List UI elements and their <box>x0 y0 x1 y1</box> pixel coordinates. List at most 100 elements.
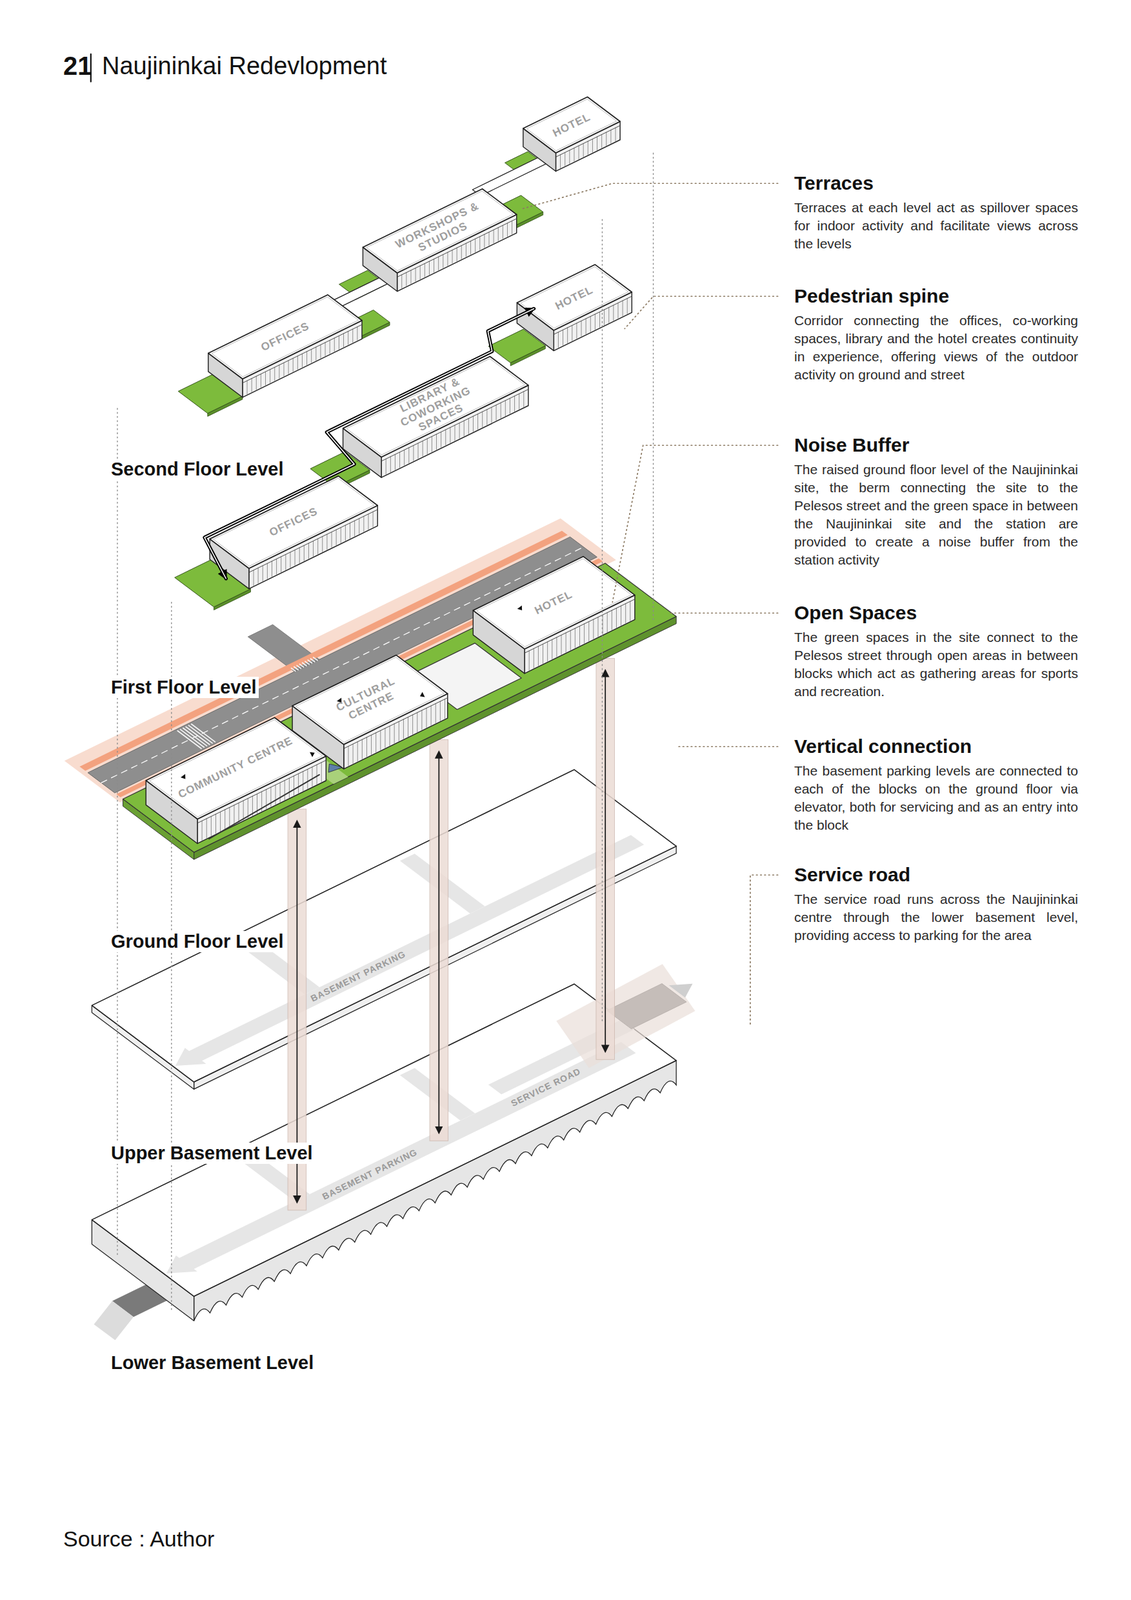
window-mullion <box>302 771 304 791</box>
window-mullion <box>356 327 358 341</box>
building-name: WORKSHOPS & STUDIOS <box>390 198 490 264</box>
window-mullion <box>565 632 567 653</box>
window-mullion <box>343 333 344 348</box>
building-block: CULTURAL CENTRE <box>325 670 412 730</box>
library-parapet <box>346 358 526 455</box>
window-mullion <box>493 229 495 244</box>
callout-heading: Terraces <box>794 172 874 195</box>
window-mullion <box>294 549 296 566</box>
projection-line <box>170 601 172 1312</box>
window-mullion <box>278 365 280 379</box>
window-mullion <box>483 234 485 248</box>
window-mullion <box>298 773 299 793</box>
level-label: Ground Floor Level <box>109 930 286 953</box>
hotel-ground-parapet <box>476 558 632 648</box>
window-mullion <box>551 639 553 659</box>
window-mullion <box>412 714 413 735</box>
window-mullion <box>384 728 386 748</box>
cultural-centre-parapet <box>296 657 445 743</box>
window-mullion <box>505 400 506 417</box>
window-mullion <box>459 423 461 439</box>
window-mullion <box>352 329 353 343</box>
window-mullion <box>299 547 301 564</box>
window-mullion <box>288 360 290 375</box>
ramp <box>209 774 320 839</box>
window-mullion <box>498 227 499 242</box>
building-name: HOTEL <box>542 106 601 144</box>
window-mullion <box>326 534 328 550</box>
level-label: Lower Basement Level <box>109 1352 316 1374</box>
window-mullion <box>538 646 539 666</box>
window-mullion <box>583 623 585 644</box>
window-mullion <box>523 391 524 408</box>
window-mullion <box>509 398 511 414</box>
window-mullion <box>440 701 441 721</box>
window-mullion <box>574 628 576 648</box>
window-mullion <box>317 538 319 555</box>
window-mullion <box>358 518 360 535</box>
level-label: First Floor Level <box>109 676 259 699</box>
window-mullion <box>449 427 451 444</box>
window-mullion <box>238 803 240 823</box>
window-mullion <box>567 327 568 344</box>
elevator-shaft <box>429 740 448 1142</box>
community-centre-parapet <box>149 720 323 818</box>
caption: Source : Author <box>63 1526 215 1552</box>
window-mullion <box>588 621 590 642</box>
window-mullion <box>321 762 322 782</box>
building-name: HOTEL <box>510 576 597 628</box>
window-mullion <box>280 782 281 802</box>
crosswalk-stripe <box>188 725 213 744</box>
elevator-arrow <box>438 752 440 1133</box>
window-mullion <box>347 331 349 346</box>
window-mullion <box>201 820 203 841</box>
window-mullion <box>542 643 544 664</box>
window-mullion <box>592 138 593 153</box>
window-mullion <box>607 612 608 633</box>
window-mullion <box>334 338 335 352</box>
callout-body: Terraces at each level act as spillover … <box>794 198 1079 253</box>
callout-heading: Open Spaces <box>794 601 917 625</box>
window-mullion <box>412 445 414 461</box>
hotel-ground-roof <box>472 556 635 650</box>
projection-line <box>652 152 654 623</box>
building-block: OFFICES <box>241 311 329 363</box>
parking-arrowhead <box>175 1047 207 1066</box>
window-mullion <box>594 314 596 330</box>
window-mullion <box>403 449 405 466</box>
window-mullion <box>243 800 244 821</box>
window-mullion <box>581 320 582 337</box>
window-mullion <box>315 347 317 361</box>
leader-line <box>678 745 778 748</box>
crosswalk-stripe <box>291 668 296 672</box>
entry-arrow <box>309 752 315 758</box>
window-mullion <box>427 438 428 455</box>
window-mullion <box>556 637 557 657</box>
window-mullion <box>312 541 314 557</box>
hotel-first-roof <box>516 264 632 331</box>
callout-heading: Vertical connection <box>794 735 972 759</box>
crosswalk-stripe <box>294 667 299 671</box>
window-mullion <box>367 514 369 530</box>
callout-body: The green spaces in the site connect to … <box>794 628 1079 701</box>
window-mullion <box>447 252 448 266</box>
window-mullion <box>436 434 437 450</box>
window-mullion <box>444 699 446 719</box>
window-mullion <box>253 570 255 586</box>
window-mullion <box>465 243 467 257</box>
window-mullion <box>496 405 497 421</box>
crosswalk-stripe <box>310 658 315 662</box>
window-mullion <box>426 708 428 728</box>
window-mullion <box>403 719 404 739</box>
window-mullion <box>514 396 515 412</box>
window-mullion <box>349 523 351 539</box>
window-mullion <box>325 342 326 357</box>
window-mullion <box>338 336 340 350</box>
callout-body: The raised ground floor level of the Nau… <box>794 460 1079 570</box>
window-mullion <box>422 440 424 457</box>
window-mullion <box>310 349 312 363</box>
window-mullion <box>424 263 426 278</box>
entry-arrow <box>420 691 426 697</box>
bike-lane <box>79 530 568 771</box>
